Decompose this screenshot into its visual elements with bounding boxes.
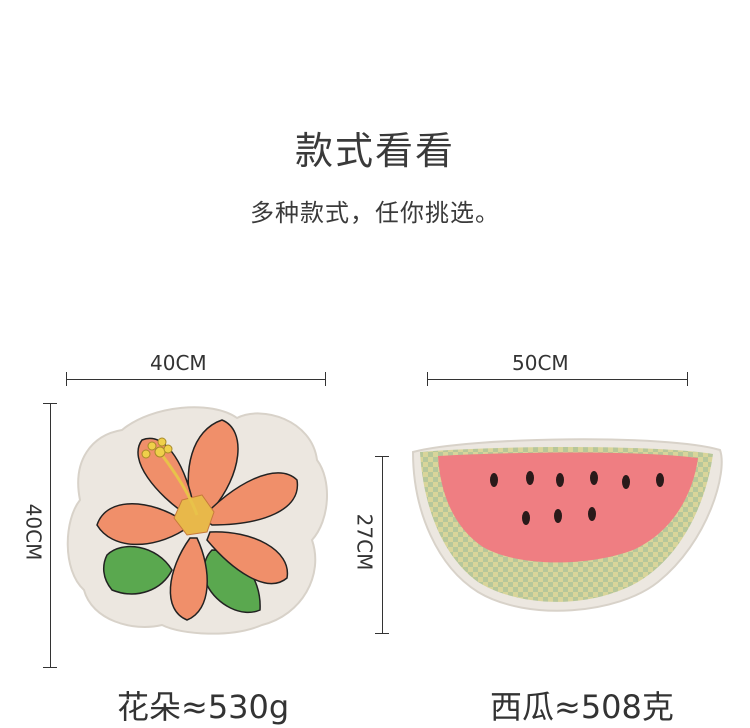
flower-height-dimension-line	[43, 403, 57, 668]
page-subtitle: 多种款式，任你挑选。	[250, 199, 500, 227]
watermelon-height-dimension-line	[375, 456, 389, 634]
flower-height-label: 40CM	[21, 503, 46, 561]
watermelon-width-dimension-line	[427, 372, 688, 386]
page-title: 款式看看	[294, 129, 455, 173]
hibiscus-flower-pillow-icon	[66, 406, 328, 635]
watermelon-width-label: 50CM	[512, 351, 569, 375]
watermelon-slice-pillow-icon	[411, 438, 723, 612]
watermelon-product-name: 西瓜≈508克	[490, 688, 674, 726]
flower-product-name: 花朵≈530g	[117, 688, 290, 726]
watermelon-height-label: 27CM	[352, 513, 377, 571]
flower-width-label: 40CM	[150, 351, 207, 375]
flower-width-dimension-line	[66, 372, 326, 386]
